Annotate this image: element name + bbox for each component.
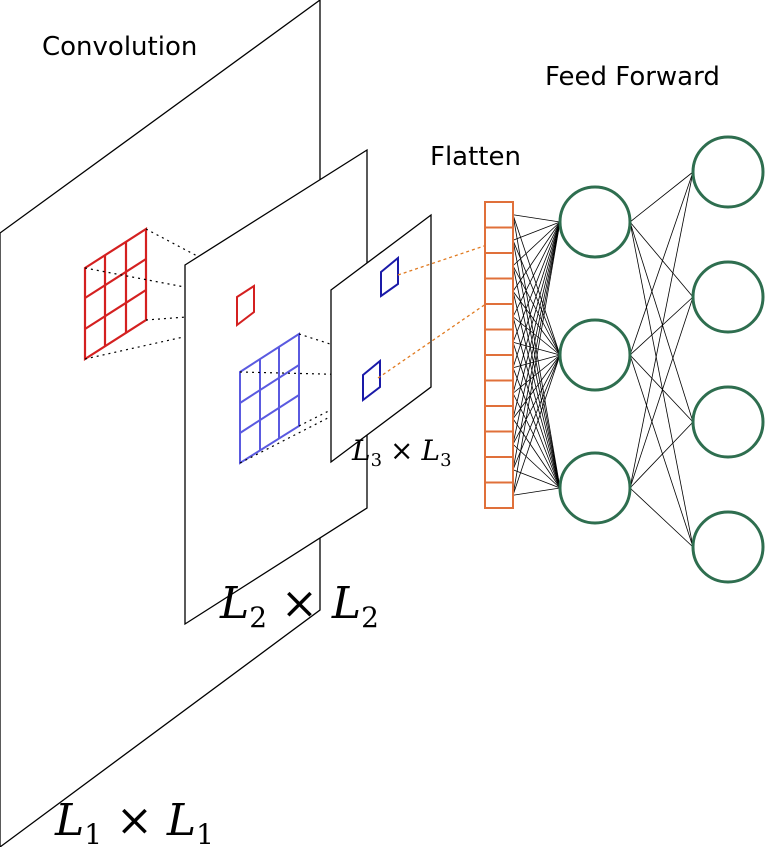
connection xyxy=(629,421,694,489)
layer-1-size-label: L1×L1 xyxy=(54,795,214,847)
connection xyxy=(512,221,561,292)
connection xyxy=(512,221,561,241)
flatten-cell xyxy=(484,481,514,509)
connection xyxy=(512,221,561,445)
connection xyxy=(512,221,561,496)
output-neuron xyxy=(691,260,765,334)
connection xyxy=(512,291,561,489)
connection xyxy=(512,221,561,470)
flatten-cell xyxy=(484,430,514,458)
connection xyxy=(512,221,561,343)
flatten-cell xyxy=(484,354,514,382)
kernel-1-grid xyxy=(83,226,148,362)
hidden-neuron xyxy=(558,451,632,525)
connection xyxy=(512,316,561,489)
connection xyxy=(629,171,694,356)
connection xyxy=(512,291,561,356)
hidden-neuron xyxy=(558,185,632,259)
connection xyxy=(629,296,694,489)
layer-2-red-cell xyxy=(236,284,255,328)
connection xyxy=(629,221,694,423)
hidden-output-connections xyxy=(629,171,694,548)
connection xyxy=(512,221,561,317)
layer-3-cell-bottom xyxy=(362,358,381,403)
flatten-column xyxy=(484,201,514,509)
connection xyxy=(512,214,561,223)
layer-2-size-label: L2×L2 xyxy=(219,578,379,634)
flatten-cell xyxy=(484,201,514,229)
connection xyxy=(629,221,694,548)
flatten-cell xyxy=(484,277,514,305)
connection xyxy=(512,240,561,356)
flatten-cell xyxy=(484,456,514,484)
connection xyxy=(629,221,694,298)
connection xyxy=(512,221,561,368)
connection xyxy=(629,487,694,548)
connection xyxy=(629,171,694,223)
output-neuron xyxy=(691,510,765,584)
connection xyxy=(512,221,561,419)
output-layer xyxy=(691,135,765,584)
flatten-hidden-connections xyxy=(512,214,561,496)
feed-forward-label: Feed Forward xyxy=(545,62,720,92)
layer-3-cell-top xyxy=(380,255,399,298)
layer-3-size-label: L3×L3 xyxy=(351,434,452,471)
hidden-neuron xyxy=(558,318,632,392)
flatten-cell xyxy=(484,303,514,331)
flatten-cell xyxy=(484,328,514,356)
connection xyxy=(512,487,561,496)
flatten-cell xyxy=(484,405,514,433)
connection xyxy=(629,296,694,356)
output-neuron xyxy=(691,385,765,459)
connection xyxy=(512,342,561,489)
connection xyxy=(512,221,561,267)
layer-2-plane xyxy=(184,148,368,626)
flatten-label: Flatten xyxy=(430,142,521,172)
connection xyxy=(629,171,694,489)
connection xyxy=(512,221,561,394)
connection xyxy=(512,469,561,489)
flatten-cell xyxy=(484,226,514,254)
connection xyxy=(512,265,561,489)
layer-3-plane xyxy=(330,213,432,464)
convolution-label: Convolution xyxy=(42,32,197,62)
hidden-layer xyxy=(558,185,632,525)
connection xyxy=(629,354,694,423)
flatten-cell xyxy=(484,252,514,280)
connection xyxy=(512,354,561,496)
flatten-link-top xyxy=(397,241,497,276)
connection xyxy=(629,354,694,548)
connection xyxy=(512,214,561,356)
connection xyxy=(512,367,561,489)
layer-1-plane xyxy=(0,0,321,847)
connection xyxy=(512,265,561,356)
connection xyxy=(512,240,561,489)
flatten-cell xyxy=(484,379,514,407)
output-neuron xyxy=(691,135,765,209)
